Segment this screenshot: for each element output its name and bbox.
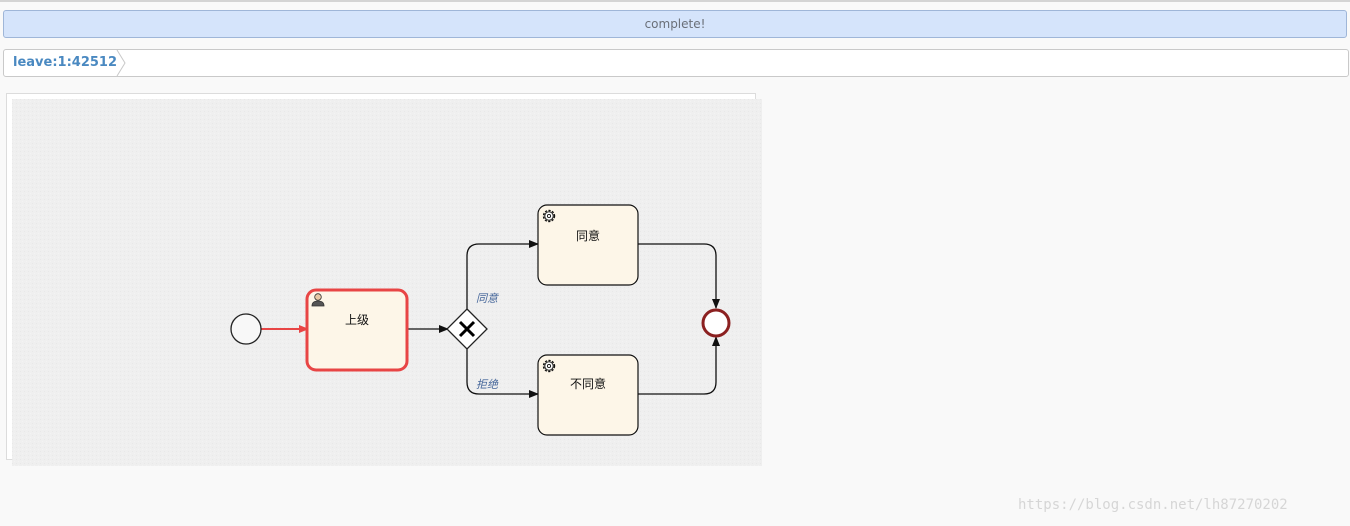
status-message: complete! bbox=[644, 17, 706, 31]
task-supervisor[interactable]: 上级 bbox=[305, 288, 409, 372]
status-banner: complete! bbox=[3, 10, 1347, 38]
flow-label-approve: 同意 bbox=[476, 292, 499, 305]
diagram-background bbox=[12, 99, 762, 466]
breadcrumb: leave:1:42512 bbox=[3, 49, 1349, 77]
gear-icon bbox=[542, 209, 556, 223]
breadcrumb-item-process[interactable]: leave:1:42512 bbox=[13, 55, 118, 70]
task-approve[interactable]: 同意 bbox=[537, 204, 639, 286]
x-gateway-icon bbox=[458, 320, 476, 338]
end-event[interactable] bbox=[701, 308, 731, 338]
task-approve-label: 同意 bbox=[576, 228, 600, 243]
user-icon bbox=[311, 293, 325, 307]
exclusive-gateway[interactable] bbox=[446, 308, 488, 350]
flow-label-reject: 拒绝 bbox=[476, 378, 499, 391]
flow-gateway-to-approve[interactable] bbox=[466, 240, 539, 310]
start-event[interactable] bbox=[230, 313, 262, 345]
flow-reject-to-end[interactable] bbox=[638, 336, 720, 395]
process-diagram: 同意 拒绝 上级 同意 bbox=[12, 99, 762, 466]
watermark: https://blog.csdn.net/lh87270202 bbox=[1018, 497, 1288, 513]
gear-icon bbox=[542, 359, 556, 373]
task-reject-label: 不同意 bbox=[570, 376, 606, 391]
breadcrumb-chevron-icon bbox=[116, 50, 126, 76]
top-rule bbox=[0, 0, 1350, 2]
flow-gateway-to-reject[interactable] bbox=[466, 348, 539, 398]
task-supervisor-label: 上级 bbox=[345, 313, 369, 327]
flow-approve-to-end[interactable] bbox=[638, 243, 720, 309]
task-reject[interactable]: 不同意 bbox=[537, 354, 639, 436]
